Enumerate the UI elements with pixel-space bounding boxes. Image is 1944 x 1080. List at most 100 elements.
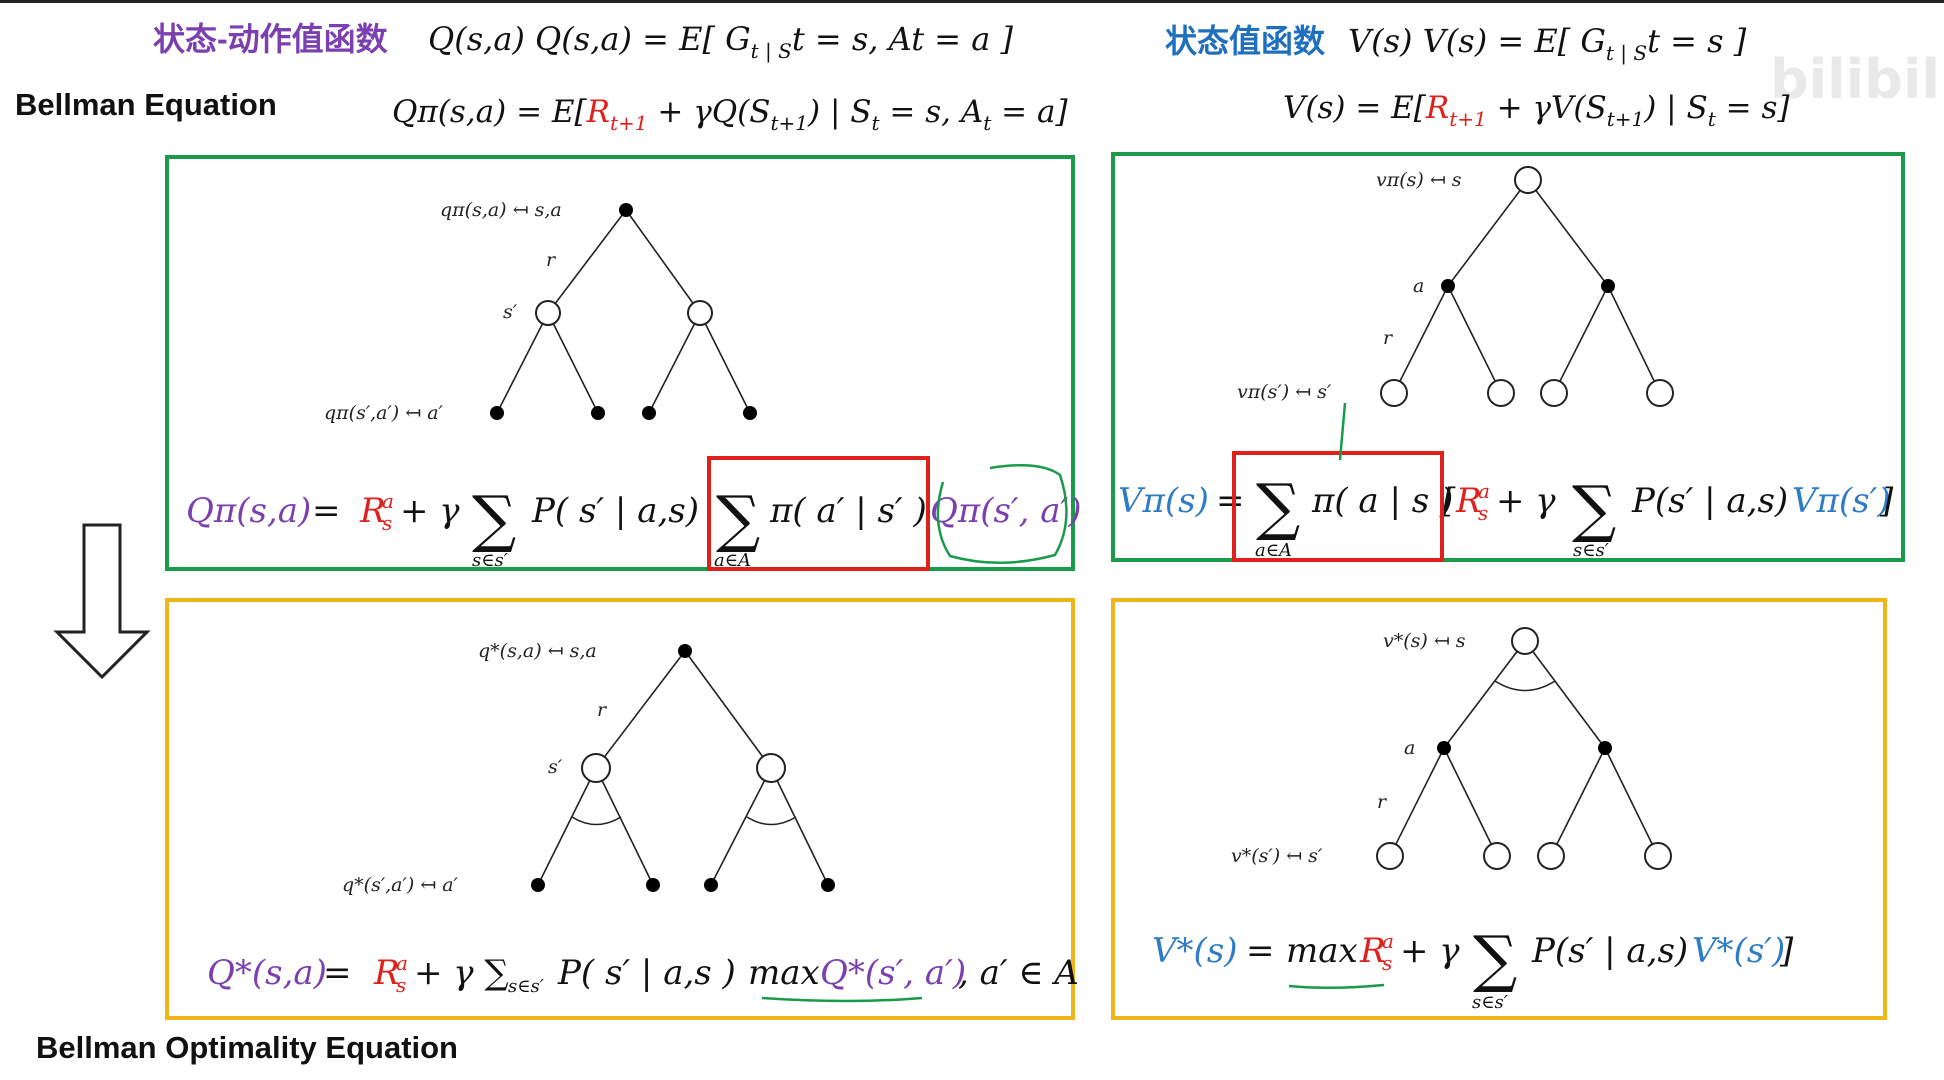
reward-sub: s [1382, 951, 1392, 975]
v-expectation-formula: Vπ(s) = ∑ a∈A π( a | s ) [ R a s + γ ∑ s… [1118, 402, 1894, 562]
tree-edge [1393, 285, 1449, 394]
action-node [531, 878, 545, 892]
reward-sup: a [1382, 929, 1394, 953]
q-expectation-formula: Qπ(s,a) = R a s + γ ∑ s∈s′ P( s′ | a,s) … [186, 456, 1082, 571]
formula-eq: = [1246, 931, 1275, 971]
state-node [581, 753, 611, 783]
tree-edge [648, 312, 701, 414]
tree-s-prime-label: s′ [548, 756, 563, 778]
state-node [1540, 379, 1568, 407]
formula-plus-gamma: + γ [1496, 481, 1556, 521]
max-arc [746, 816, 797, 826]
sum-symbol: ∑ [716, 482, 760, 555]
q-backup-tree: qπ(s,a) ↤ s,a r s′ qπ(s′,a′) ↤ a′ [324, 199, 757, 424]
formula-reward: R [359, 491, 386, 531]
state-node [1537, 842, 1565, 870]
tree-edge [595, 767, 654, 886]
tree-r-label: r [1377, 791, 1388, 813]
action-node [704, 878, 718, 892]
tree-edge [1527, 179, 1609, 287]
bellman-q-equation: Qπ(s,a) = E[Rt+1 + γQ(St+1) | St = s, At… [392, 94, 1068, 135]
formula-lhs: V*(s) [1152, 931, 1238, 971]
action-node [1601, 279, 1615, 293]
tree-edge [1550, 747, 1606, 857]
sum-subscript: s∈s′ [472, 550, 508, 571]
tree-a-label: a [1413, 275, 1424, 297]
tree-edge [710, 767, 772, 886]
state-node [1376, 842, 1404, 870]
formula-lhs: Qπ(s,a) [186, 491, 311, 531]
action-node [591, 406, 605, 420]
transition-prob: P(s′ | a,s) [1631, 481, 1788, 521]
tree-edge [1604, 747, 1659, 857]
tree-leaf-label: vπ(s′) ↤ s′ [1237, 381, 1332, 403]
formula-reward: R [1455, 481, 1482, 521]
sum-symbol: ∑ [1256, 470, 1300, 543]
max-arc [571, 816, 622, 826]
state-node [1646, 379, 1674, 407]
v-title-expr: V(s) V(s) = E[ Gt | St = s ] [1348, 22, 1747, 66]
tree-edge [699, 312, 751, 414]
tree-leaf-label: v*(s′) ↤ s′ [1231, 845, 1323, 867]
formula-eq: = [312, 491, 341, 531]
tree-edge [1443, 747, 1498, 857]
action-node [678, 644, 692, 658]
state-node [1514, 166, 1542, 194]
action-node [743, 406, 757, 420]
formula-reward: R [373, 953, 400, 993]
reward-sup: a [382, 489, 394, 513]
highlight-box [707, 456, 930, 571]
tree-edge [1524, 640, 1606, 749]
v-optimality-box [1111, 598, 1887, 1020]
sum-subscript: a∈A [1255, 540, 1292, 561]
formula-eq: = [1216, 481, 1245, 521]
policy-term: π( a′ | s′ ) [769, 491, 927, 531]
max-operator: max [1286, 931, 1358, 971]
bellman-optimality-label: Bellman Optimality Equation [36, 1030, 458, 1065]
max-arc [1494, 680, 1556, 692]
tree-edge [770, 767, 829, 886]
tree-edge [496, 312, 549, 414]
reward-sup: a [1478, 479, 1490, 503]
transition-prob: P( s′ | a,s ) [557, 953, 736, 993]
action-node [1598, 741, 1612, 755]
sum-subscript: s∈s′ [1573, 540, 1609, 561]
tree-a-label: a [1404, 737, 1415, 759]
tree-edge [1447, 179, 1529, 287]
tree-root-label: v*(s) ↤ s [1383, 630, 1466, 652]
state-node [535, 300, 561, 326]
bellman-v-equation: V(s) = E[Rt+1 + γV(St+1) | St = s] [1283, 90, 1790, 131]
reward-sub: s [1478, 501, 1488, 525]
tree-leaf-label: qπ(s′,a′) ↤ a′ [324, 402, 444, 424]
q-star-backup-tree: q*(s,a) ↤ s,a r s′ q*(s′,a′) ↤ a′ [342, 640, 835, 896]
bellman-equation-label: Bellman Equation [15, 87, 277, 122]
tree-edge [1443, 640, 1526, 749]
down-arrow-icon [53, 523, 151, 680]
top-border [0, 0, 1944, 3]
bracket-close: ] [1879, 481, 1894, 521]
q-title-expr: Q(s,a) Q(s,a) = E[ Gt | St = s, At = a ] [428, 20, 1013, 64]
tree-edge [1447, 285, 1502, 394]
formula-plus-gamma: + γ [1400, 931, 1460, 971]
next-q-term: Q*(s′, a′) [820, 953, 966, 993]
underline-annotation [1288, 983, 1385, 990]
tree-r-label: r [597, 699, 608, 721]
formula-plus-gamma: + γ ∑ [414, 953, 509, 993]
tree-edge [1553, 285, 1609, 394]
annotation-stroke [1338, 402, 1347, 461]
next-v-term: V*(s′) [1692, 931, 1785, 971]
formula-reward: R [1359, 931, 1386, 971]
tree-edge [684, 650, 772, 769]
tree-edge [547, 312, 599, 414]
state-node [756, 753, 786, 783]
reward-sub: s [396, 973, 406, 997]
highlight-box [1232, 451, 1444, 562]
next-q-term: Qπ(s′, a′) [930, 491, 1082, 531]
v-optimality-formula: V*(s) = max R a s + γ ∑ s∈s′ P(s′ | a,s)… [1152, 922, 1794, 1013]
formula-eq: = [323, 953, 352, 993]
state-node [1483, 842, 1511, 870]
sum-symbol: ∑ [1473, 922, 1517, 995]
sum-subscript: a∈A [714, 550, 751, 571]
tree-edge [537, 767, 597, 886]
